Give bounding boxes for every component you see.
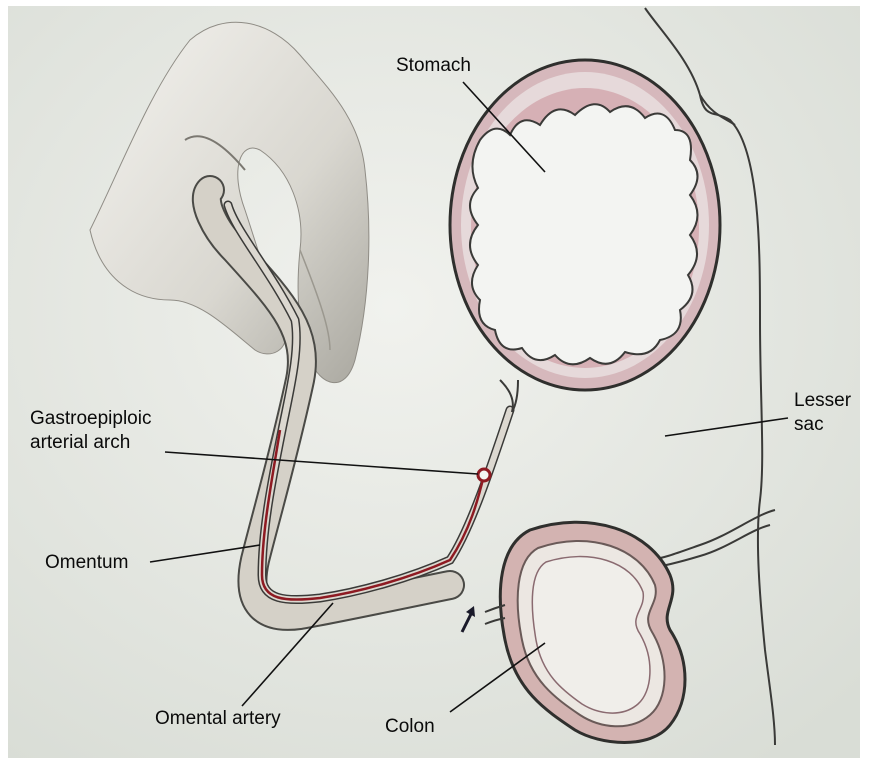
gastroepiploic-label-line1: Gastroepiploic bbox=[30, 408, 151, 430]
gastroepiploic-label-line2: arterial arch bbox=[30, 432, 130, 454]
stomach-label: Stomach bbox=[396, 55, 471, 77]
lesser-sac-label-line1: Lesser bbox=[794, 390, 851, 412]
omentum-label: Omentum bbox=[45, 552, 128, 574]
omental-artery-label: Omental artery bbox=[155, 708, 281, 730]
lesser-sac-label-line2: sac bbox=[794, 414, 824, 436]
colon-label: Colon bbox=[385, 716, 435, 738]
paper-background bbox=[8, 6, 860, 758]
